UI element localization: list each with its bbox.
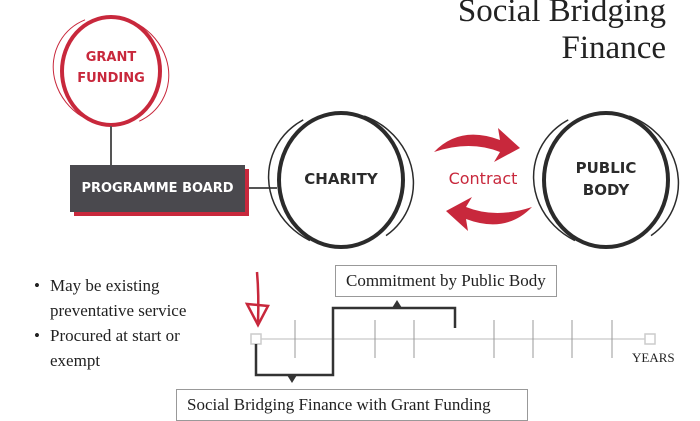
years-axis-label: YEARS [632,350,675,365]
charity-label: CHARITY [304,170,378,188]
grant-funding-circle [52,15,170,127]
bullet-item: May be existing preventative service [30,273,220,323]
public-body-line-1: PUBLIC [575,159,637,177]
bullet-list: May be existing preventative service Pro… [30,273,220,373]
public-body-circle [532,110,680,250]
grant-funding-label: GRANT FUNDING [61,47,161,89]
contract-label: Contract [448,169,518,188]
timeline-axis [250,320,656,358]
commitment-label-box: Commitment by Public Body [335,265,557,297]
diagram-graphics [52,15,680,383]
title-line-1: Social Bridging [457,0,666,29]
title-line-2: Finance [561,30,666,66]
start-arrow-icon [244,271,270,328]
charity-circle [267,110,415,250]
programme-board: PROGRAMME BOARD [70,165,245,212]
bridging-label-box: Social Bridging Finance with Grant Fundi… [176,389,528,421]
pointer-up-icon [392,300,402,308]
public-body-label: PUBLIC BODY [546,157,666,201]
grant-funding-line-2: FUNDING [77,71,145,86]
exchange-arrows-icon [434,128,532,231]
commitment-bracket [331,306,457,358]
public-body-line-2: BODY [582,181,630,199]
bullet-item: Procured at start or exempt [30,323,220,373]
pointer-down-icon [287,375,297,383]
grant-funding-line-1: GRANT [85,50,137,65]
